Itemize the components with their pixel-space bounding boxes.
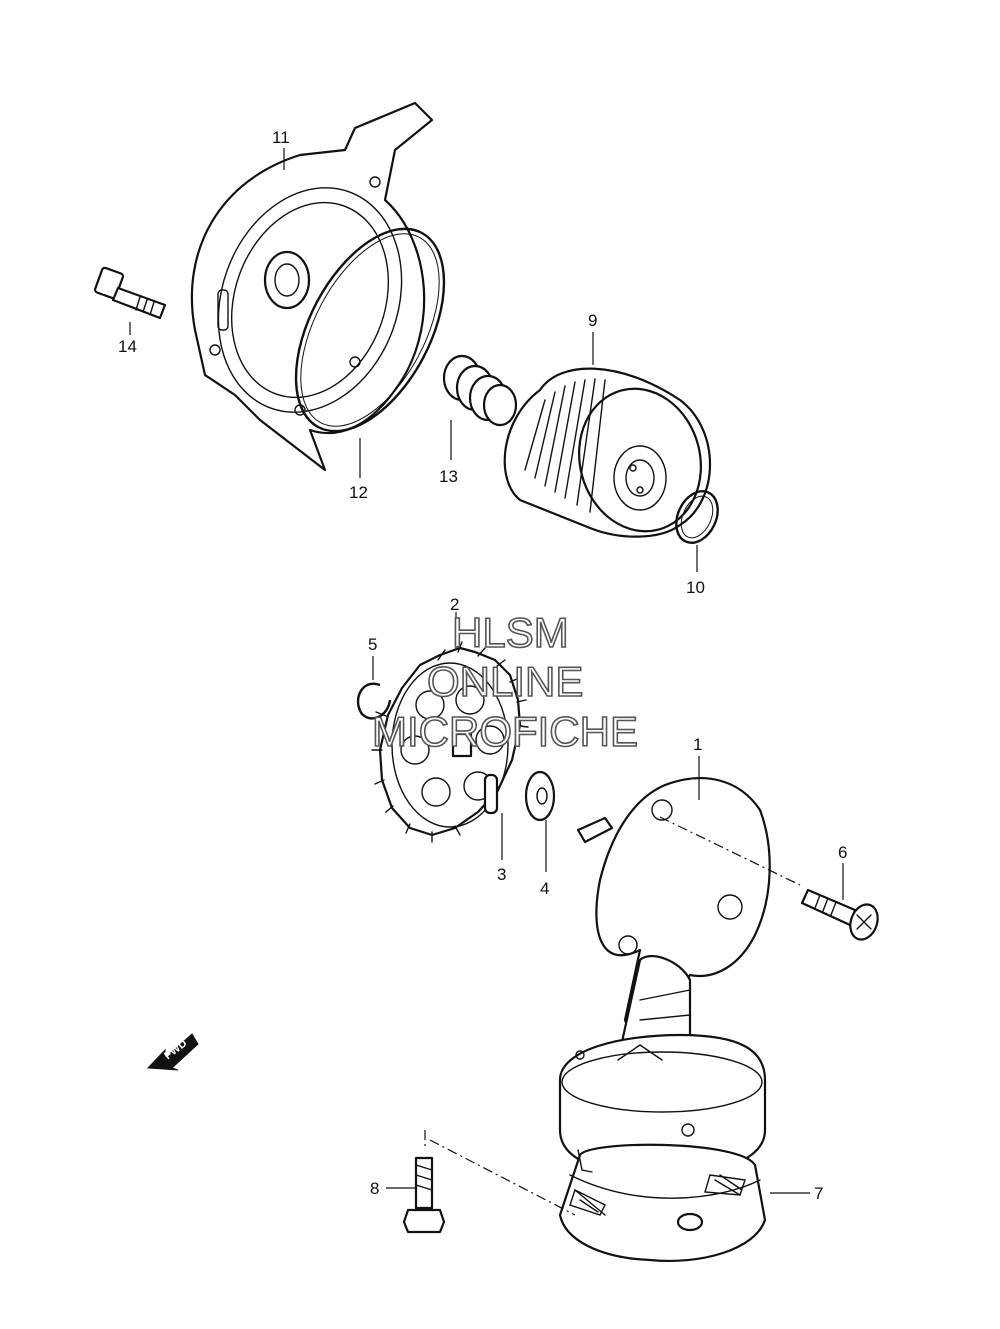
part-8-bolt[interactable]: [402, 1156, 446, 1234]
callout-5: 5: [368, 635, 377, 654]
callout-6: 6: [838, 843, 847, 862]
watermark-line-3: MICROFICHE: [372, 708, 638, 755]
callout-1: 1: [693, 735, 702, 754]
part-3-pin[interactable]: [483, 773, 499, 815]
leader-lines: [129, 148, 844, 1216]
callout-3: 3: [497, 865, 506, 884]
part-10-o-ring[interactable]: [668, 484, 725, 549]
callout-4: 4: [540, 879, 549, 898]
part-13-spring[interactable]: [442, 354, 518, 427]
callout-10: 10: [686, 578, 705, 597]
part-14-bolt[interactable]: [93, 266, 167, 320]
callout-12: 12: [349, 483, 368, 502]
part-11-cover[interactable]: [188, 101, 434, 472]
part-4-washer[interactable]: [524, 770, 556, 822]
callout-8: 8: [370, 1179, 379, 1198]
part-1-oil-pump[interactable]: [558, 777, 771, 1262]
part-12-o-ring[interactable]: [265, 205, 474, 456]
callout-13: 13: [439, 467, 458, 486]
part-6-screw[interactable]: [800, 888, 882, 943]
watermark: HLSM ONLINE MICROFICHE: [371, 608, 639, 756]
watermark-line-1: HLSM: [452, 609, 569, 656]
part-7-strainer[interactable]: [569, 1149, 746, 1216]
callout-11: 11: [272, 128, 290, 147]
part-9-oil-filter[interactable]: [503, 367, 717, 545]
watermark-line-2: ONLINE: [427, 658, 583, 705]
callout-9: 9: [588, 311, 597, 330]
fwd-direction-arrow: FWD: [146, 1033, 199, 1071]
callout-labels: 11 14 9 12 13 10 2 5 1 6 3 4 7 8: [118, 128, 847, 1203]
callout-14: 14: [118, 337, 137, 356]
callout-2: 2: [450, 595, 459, 614]
part-5-circlip[interactable]: [356, 682, 392, 720]
callout-7: 7: [814, 1184, 823, 1203]
